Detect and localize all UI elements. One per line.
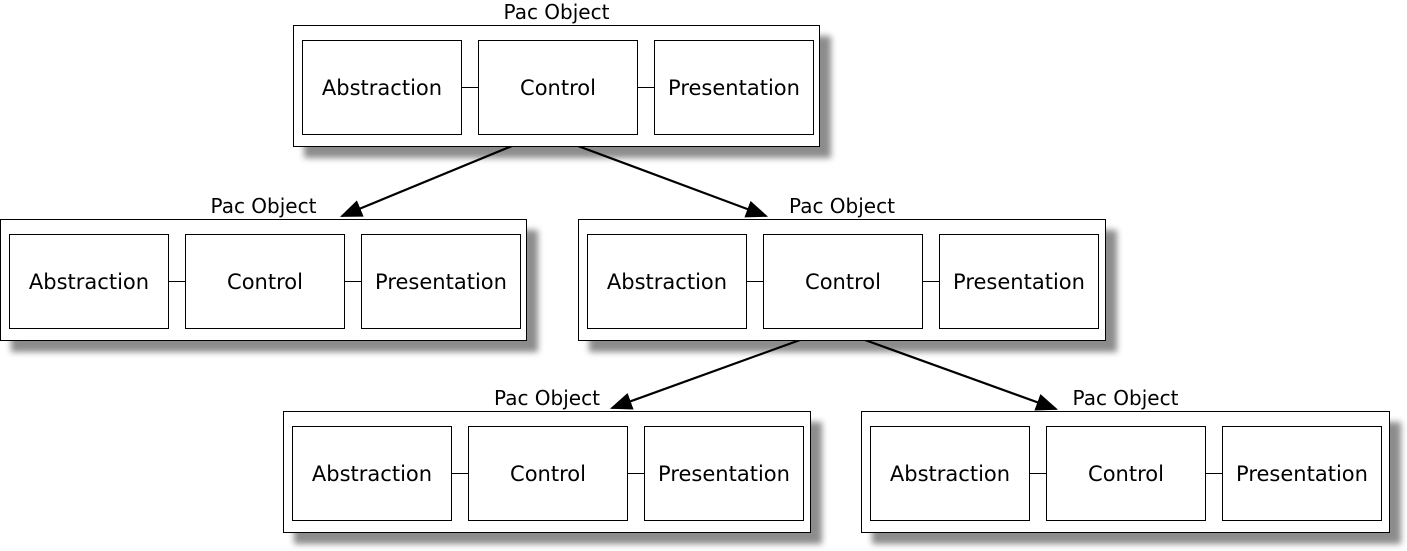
connector-line (1206, 473, 1222, 474)
pac-object-title: Pac Object (503, 0, 610, 24)
pac-object-level3-left: Pac Object Abstraction Control Presentat… (283, 386, 811, 533)
connector-line (923, 281, 939, 282)
connector-line (747, 281, 763, 282)
presentation-box: Presentation (361, 234, 521, 329)
pac-object-level3-right: Pac Object Abstraction Control Presentat… (861, 386, 1390, 533)
arrow-middle-to-left-child (609, 338, 801, 410)
pac-object-root: Pac Object Abstraction Control Presentat… (293, 0, 820, 147)
abstraction-box: Abstraction (870, 426, 1030, 521)
connector-line (628, 473, 644, 474)
presentation-box: Presentation (1222, 426, 1382, 521)
abstraction-box: Abstraction (292, 426, 452, 521)
connector-line (452, 473, 468, 474)
presentation-box: Presentation (654, 40, 814, 135)
control-box: Control (763, 234, 923, 329)
control-box: Control (468, 426, 628, 521)
pac-object-title: Pac Object (210, 194, 317, 218)
arrow-root-to-left-child (339, 144, 513, 218)
control-box: Control (185, 234, 345, 329)
connector-line (345, 281, 361, 282)
pac-object-title: Pac Object (1072, 386, 1179, 410)
connector-line (638, 87, 654, 88)
connector-line (1030, 473, 1046, 474)
abstraction-box: Abstraction (9, 234, 169, 329)
arrow-middle-to-right-child (864, 338, 1059, 411)
abstraction-box: Abstraction (302, 40, 462, 135)
pac-object-title: Pac Object (494, 386, 600, 410)
connector-line (462, 87, 478, 88)
presentation-box: Presentation (644, 426, 804, 521)
pac-object-title: Pac Object (789, 194, 895, 218)
pac-object-level2-right: Pac Object Abstraction Control Presentat… (578, 194, 1106, 341)
presentation-box: Presentation (939, 234, 1099, 329)
connector-line (169, 281, 185, 282)
pac-object-level2-left: Pac Object Abstraction Control Presentat… (0, 194, 527, 341)
abstraction-box: Abstraction (587, 234, 747, 329)
arrow-root-to-right-child (577, 144, 769, 218)
control-box: Control (478, 40, 638, 135)
control-box: Control (1046, 426, 1206, 521)
